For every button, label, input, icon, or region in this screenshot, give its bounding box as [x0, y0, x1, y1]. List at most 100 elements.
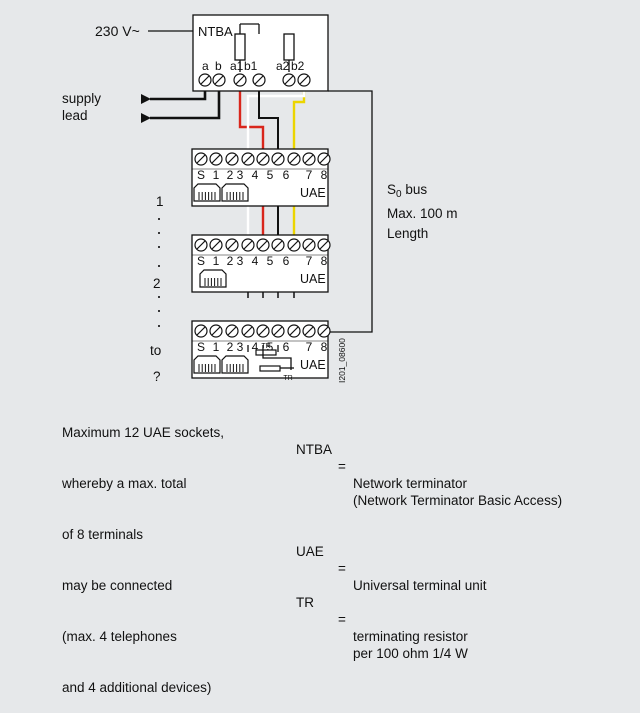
uae-pin-label: 2 — [227, 340, 234, 354]
supply-lead-b — [141, 79, 221, 123]
dot — [158, 232, 160, 234]
legend-desc2-ntba: (Network Terminator Basic Access) — [353, 493, 563, 508]
bus-label-subscript: 0 — [396, 189, 402, 200]
uae-pin-label: 4 — [252, 340, 259, 354]
ntba-box: NTBA a b a1 b1 a2 b2 — [192, 14, 329, 92]
legend-sep: = — [338, 612, 346, 627]
supply-label-line1: supply — [62, 91, 101, 106]
bus-length-label: Length — [387, 226, 428, 241]
uae-pin-label: 1 — [213, 340, 220, 354]
legend-abbr-uae: UAE — [296, 544, 324, 559]
dot — [158, 325, 160, 327]
jack-outline — [193, 183, 221, 202]
uae-label: UAE — [300, 186, 326, 200]
uae-pin-label: 5 — [267, 254, 274, 268]
legend-row-ntba-cont: (Network Terminator Basic Access) — [296, 475, 562, 508]
screw-slot — [289, 326, 299, 336]
legend-abbr-tr: TR — [296, 595, 314, 610]
uae-pin-label: 1 — [213, 168, 220, 182]
screw-slot — [211, 326, 221, 336]
uae-pin-label: S — [197, 168, 205, 182]
uae-pin-label: 5 — [267, 340, 274, 354]
red-wire — [238, 80, 265, 158]
uae-pin-label: 5 — [267, 168, 274, 182]
uae-pin-label: 3 — [237, 254, 244, 268]
screw-slot — [211, 154, 221, 164]
screw-slot — [273, 240, 283, 250]
ntba-screw-row — [198, 73, 311, 87]
legend-row-uae: UAE = Universal terminal unit — [296, 526, 487, 593]
screw-slot — [289, 154, 299, 164]
screw-slot — [227, 154, 237, 164]
screw-slot — [258, 240, 268, 250]
bus-bracket — [328, 90, 373, 333]
legend-desc2-tr: per 100 ohm 1/4 W — [353, 646, 468, 661]
ntba-terminal-a: a — [202, 59, 209, 73]
socket-index-second: 2 — [153, 276, 161, 291]
tr-resistor-top — [255, 349, 277, 356]
screw-slot — [214, 75, 224, 85]
note-line: (max. 4 telephones — [62, 629, 177, 644]
note-line: of 8 terminals — [62, 527, 144, 542]
dot — [158, 296, 160, 298]
dot — [158, 218, 160, 220]
uae-pin-label: 8 — [321, 168, 328, 182]
uae-label: UAE — [300, 272, 326, 286]
ntba-fuse-left — [234, 33, 246, 61]
ntba-terminal-b1: b1 — [244, 59, 258, 73]
screw-slot — [243, 326, 253, 336]
ntba-terminal-a1: a1 — [230, 59, 244, 73]
screw-slot — [200, 75, 210, 85]
ntba-terminal-b: b — [215, 59, 222, 73]
uae-pin-label: 4 — [252, 254, 259, 268]
screw-slot — [196, 154, 206, 164]
dot — [158, 310, 160, 312]
legend-row-ntba: NTBA = Network terminator — [296, 424, 467, 491]
legend-desc-ntba: Network terminator — [353, 476, 468, 491]
bus-label-s: S — [387, 182, 396, 197]
figure-code: I201_08600 — [337, 338, 347, 383]
uae-pin-label: S — [197, 340, 205, 354]
screw-slot — [319, 154, 329, 164]
bus-max-length: Max. 100 m — [387, 206, 458, 221]
jack-outline — [199, 269, 227, 288]
ntba-fuse-right — [283, 33, 295, 61]
screw-slot — [304, 326, 314, 336]
legend-row-tr: TR = terminating resistor — [296, 577, 468, 644]
legend-desc-uae: Universal terminal unit — [353, 578, 487, 593]
screw-slot — [227, 326, 237, 336]
screw-slot — [258, 326, 268, 336]
legend-desc-tr: terminating resistor — [353, 629, 468, 644]
power-label: 230 V~ — [95, 23, 140, 39]
socket-index-last: ? — [153, 369, 161, 384]
uae-pin-label: 4 — [252, 168, 259, 182]
tr-label-bottom: TR — [283, 375, 292, 382]
uae-pin-label: 6 — [283, 168, 290, 182]
uae-pin-label: S — [197, 254, 205, 268]
dot — [158, 246, 160, 248]
legend-abbr-ntba: NTBA — [296, 442, 333, 457]
uae-pin-label: 3 — [237, 340, 244, 354]
uae-pin-label: 7 — [306, 340, 313, 354]
note-line: and 4 additional devices) — [62, 680, 212, 695]
uae-pin-label: 7 — [306, 254, 313, 268]
screw-slot — [273, 326, 283, 336]
ntba-terminal-b2: b2 — [291, 59, 305, 73]
screw-slot — [273, 154, 283, 164]
legend-sep: = — [338, 561, 346, 576]
uae-pin-label: 1 — [213, 254, 220, 268]
jack-outline — [193, 355, 221, 374]
screw-slot — [211, 240, 221, 250]
screw-slot — [289, 240, 299, 250]
screw-slot — [284, 75, 294, 85]
screw-slot — [319, 326, 329, 336]
rj45-jack-icon — [221, 183, 249, 202]
screw-slot — [299, 75, 309, 85]
socket-index-to: to — [150, 343, 161, 358]
note-line: Maximum 12 UAE sockets, — [62, 425, 225, 440]
jack-outline — [221, 183, 249, 202]
uae-pin-label: 8 — [321, 340, 328, 354]
